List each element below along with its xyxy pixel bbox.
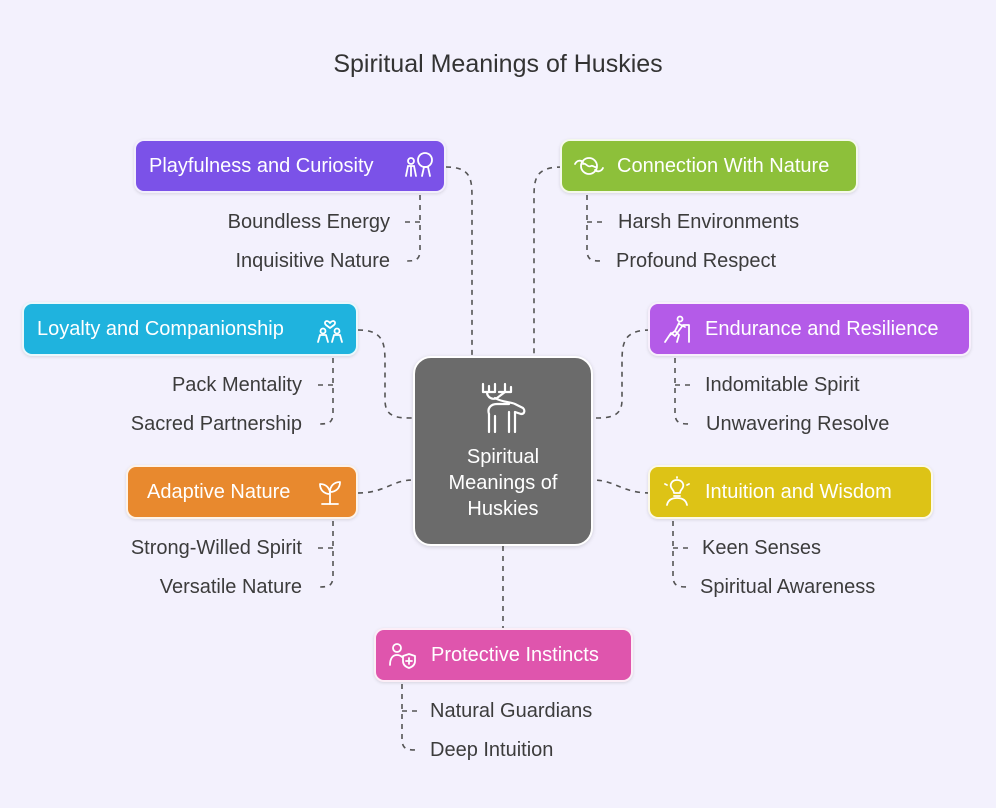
child-deep-intuition: Deep Intuition: [430, 739, 554, 761]
branch-adaptive[interactable]: Adaptive Nature: [126, 465, 358, 519]
earth-hands-icon: [574, 157, 604, 175]
diagram-title: Spiritual Meanings of Huskies: [333, 50, 663, 78]
sprout-icon: [319, 481, 341, 505]
branch-label: Playfulness and Curiosity: [149, 154, 374, 177]
child-keen-senses: Keen Senses: [702, 537, 821, 559]
child-spiritual-awareness: Spiritual Awareness: [700, 576, 876, 598]
heart-people-icon: [317, 320, 343, 343]
branch-nature[interactable]: Connection With Nature: [560, 139, 858, 193]
child-versatile-nature: Versatile Nature: [159, 576, 302, 598]
branch-label: Adaptive Nature: [147, 480, 291, 503]
child-unwavering-resolve: Unwavering Resolve: [706, 413, 890, 435]
branch-playfulness[interactable]: Playfulness and Curiosity: [134, 139, 446, 193]
child-inquisitive-nature: Inquisitive Nature: [235, 250, 390, 272]
branch-label: Connection With Nature: [617, 154, 830, 177]
shield-person-icon: [389, 643, 416, 669]
child-natural-guardians: Natural Guardians: [430, 700, 593, 722]
child-sacred-partnership: Sacred Partnership: [130, 413, 302, 435]
branch-intuition[interactable]: Intuition and Wisdom: [648, 465, 933, 519]
branch-label: Endurance and Resilience: [705, 317, 939, 340]
branch-label: Protective Instincts: [431, 643, 599, 666]
playful-figures-icon: [405, 152, 433, 177]
branch-protective[interactable]: Protective Instincts: [374, 628, 633, 682]
lightbulb-person-icon: [664, 476, 690, 506]
child-pack-mentality: Pack Mentality: [171, 374, 302, 396]
moose-icon: [481, 382, 526, 434]
child-profound-respect: Profound Respect: [616, 250, 777, 272]
central-topic-node[interactable]: Spiritual Meanings of Huskies: [413, 356, 593, 546]
child-indomitable-spirit: Indomitable Spirit: [705, 374, 860, 396]
branch-endurance[interactable]: Endurance and Resilience: [648, 302, 971, 356]
branch-label: Intuition and Wisdom: [705, 480, 892, 503]
child-strong-willed-spirit: Strong-Willed Spirit: [130, 537, 302, 559]
branch-loyalty[interactable]: Loyalty and Companionship: [22, 302, 358, 356]
climber-icon: [664, 315, 690, 343]
central-topic-label: Spiritual Meanings of Huskies: [448, 446, 558, 520]
child-harsh-environments: Harsh Environments: [618, 211, 800, 233]
branch-label: Loyalty and Companionship: [37, 317, 284, 340]
child-boundless-energy: Boundless Energy: [227, 211, 390, 233]
